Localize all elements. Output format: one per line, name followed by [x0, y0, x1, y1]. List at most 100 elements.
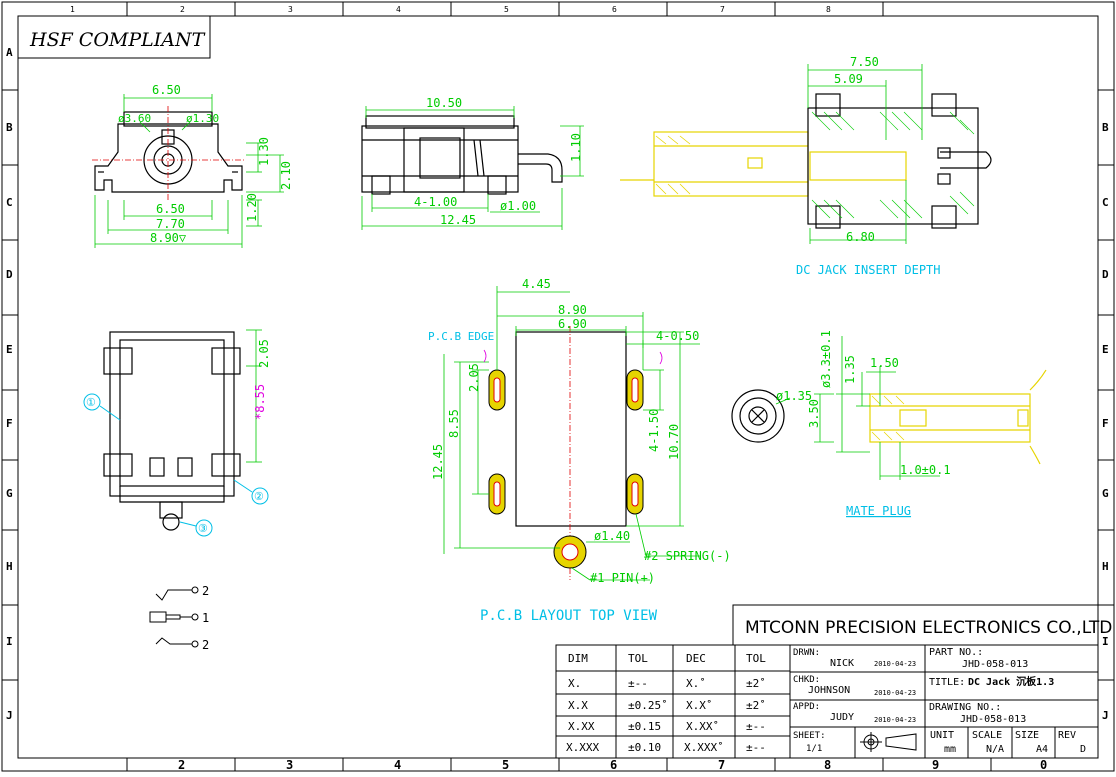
plug-dim-height: 3.50 [807, 399, 821, 428]
front-dim-h2: 2.10 [279, 161, 293, 190]
tol-row-4-dim: X.XXX [566, 741, 599, 754]
top-view: 2.05 *8.55 ① ② ③ [83, 329, 271, 537]
frame-row-i-right: I [1102, 635, 1109, 648]
pcb-dim-body-length: 10.70 [667, 424, 681, 460]
callout-2: ② [254, 490, 264, 503]
frame-row-g-right: G [1102, 487, 1109, 500]
plug-dim-tip: 1.0±0.1 [900, 463, 951, 477]
frame-row-e: E [6, 343, 13, 356]
rev-label: REV [1058, 730, 1076, 741]
front-view: 6.50 ø3.60 ø1.30 6.50 7.70 8.90▽ 1.30 2.… [92, 83, 293, 248]
frame-bcol-8: 8 [824, 758, 831, 772]
frame-col-8: 8 [826, 5, 831, 14]
mate-plug-caption: MATE PLUG [846, 504, 911, 518]
part-no-label: PART NO.: [929, 647, 983, 658]
pcb-dim-overall-length: 12.45 [431, 444, 445, 480]
mate-plug-view: ø1.35 ø3.3±0.1 1.35 1.50 3.50 1.0±0.1 MA… [731, 330, 1047, 518]
size-label: SIZE [1015, 730, 1039, 741]
frame-row-d: D [6, 268, 13, 281]
pcb-dim-slot-top: 2.05 [467, 363, 481, 392]
tol-row-1-tol: ±-- [628, 677, 648, 690]
front-dim-inner-width: 6.50 [156, 202, 185, 216]
frame-row-h: H [6, 560, 13, 573]
frame-row-b: B [6, 121, 13, 134]
pcb-pin-hole: ø1.40 [594, 529, 630, 543]
tol-header-tol2: TOL [746, 652, 766, 665]
frame-bcol-5: 5 [502, 758, 509, 772]
checked-date: 2010-04-23 [874, 689, 916, 697]
frame-col-1: 1 [70, 5, 75, 14]
approved-name: JUDY [830, 712, 854, 723]
drawn-date: 2010-04-23 [874, 660, 916, 668]
frame-row-d-right: D [1102, 268, 1109, 281]
drawn-label: DRWN: [793, 648, 820, 658]
top-dim-top: 2.05 [257, 339, 271, 368]
frame-col-4: 4 [396, 5, 401, 14]
front-dim-h3: 1.20 [245, 193, 259, 222]
schematic-terminal-2a: 2 [202, 584, 209, 598]
tol-row-1-dim: X. [568, 677, 581, 690]
frame-row-b-right: B [1102, 121, 1109, 134]
pcb-dim-inner-width: 6.90 [558, 317, 587, 331]
drawing-no-value: JHD-058-013 [960, 714, 1026, 725]
rev-value: D [1080, 744, 1086, 755]
pcb-edge-label: P.C.B EDGE [428, 330, 494, 343]
tol-header-tol: TOL [628, 652, 648, 665]
frame-bcol-4: 4 [394, 758, 401, 772]
insert-dim-overall: 7.50 [850, 55, 879, 69]
pcb-dim-offset: 4.45 [522, 277, 551, 291]
side-dim-pin-dia: ø1.00 [500, 199, 536, 213]
tol-header-dim: DIM [568, 652, 588, 665]
checked-label: CHKD: [793, 675, 820, 685]
tol-row-4-tol2: ±-- [746, 741, 766, 754]
pcb-dim-slot-length: 4-1.50 [647, 409, 661, 452]
title-block: MTCONN PRECISION ELECTRONICS CO.,LTD DIM… [555, 604, 1112, 759]
schematic-symbol: 2 1 2 [149, 584, 209, 652]
side-dim-length-top: 10.50 [426, 96, 462, 110]
part-no-value: JHD-058-013 [962, 659, 1028, 670]
schematic-terminal-2b: 2 [202, 638, 209, 652]
tol-row-3-dec: X.XX˚ [686, 720, 719, 733]
checked-name: JOHNSON [808, 685, 850, 696]
plug-dim-b: 1.50 [870, 356, 899, 370]
callout-1: ① [86, 396, 96, 409]
frame-row-c-right: C [1102, 196, 1109, 209]
size-value: A4 [1036, 744, 1048, 755]
scale-value: N/A [986, 744, 1004, 755]
tol-header-dec: DEC [686, 652, 706, 665]
frame-bcol-2: 2 [178, 758, 185, 772]
frame-bcol-9: 9 [932, 758, 939, 772]
pcb-dim-slot-width: 4-0.50 [656, 329, 699, 343]
tol-row-2-dec: X.X˚ [686, 699, 713, 712]
side-dim-pin-height: 1.10 [569, 133, 583, 162]
frame-row-f: F [6, 417, 13, 430]
front-dim-mid-width: 7.70 [156, 217, 185, 231]
tol-row-2-tol2: ±2˚ [746, 699, 766, 712]
front-dim-width-top: 6.50 [152, 83, 181, 97]
sheet-value: 1/1 [806, 744, 822, 754]
side-dim-overall-length: 12.45 [440, 213, 476, 227]
tol-row-3-tol2: ±-- [746, 720, 766, 733]
frame-row-c: C [6, 196, 13, 209]
tol-row-1-dec: X.˚ [686, 677, 706, 690]
frame-row-i: I [6, 635, 13, 648]
scale-label: SCALE [972, 730, 1002, 741]
frame-bcol-3: 3 [286, 758, 293, 772]
title-value: DC Jack 沉板1.3 [968, 675, 1054, 688]
company-name: MTCONN PRECISION ELECTRONICS CO.,LTD [745, 618, 1112, 638]
frame-col-7: 7 [720, 5, 725, 14]
tol-row-4-dec: X.XXX˚ [684, 741, 724, 754]
hsf-compliant-label: HSF COMPLIANT [29, 29, 206, 51]
frame-col-3: 3 [288, 5, 293, 14]
plug-dim-dia: ø3.3±0.1 [819, 330, 833, 388]
tol-row-2-dim: X.X [568, 699, 588, 712]
frame-bcol-6: 6 [610, 758, 617, 772]
pcb-dim-outer-width: 8.90 [558, 303, 587, 317]
pcb-layout-caption: P.C.B LAYOUT TOP VIEW [480, 608, 658, 624]
frame-row-j: J [6, 709, 13, 722]
sheet-label: SHEET: [793, 731, 826, 741]
tol-row-3-tol: ±0.15 [628, 720, 661, 733]
insert-depth-caption: DC JACK INSERT DEPTH [796, 263, 941, 277]
side-dim-pin-offset: 4-1.00 [414, 195, 457, 209]
